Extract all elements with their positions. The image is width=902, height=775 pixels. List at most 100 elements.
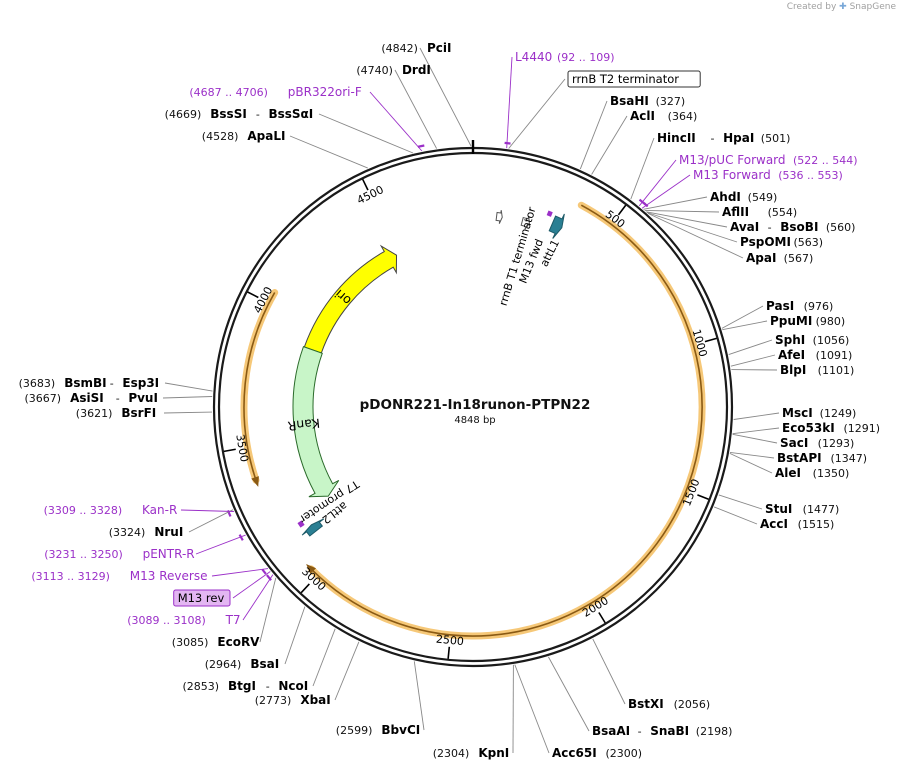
site-position: (2056) bbox=[674, 698, 711, 711]
site-position: (4687 .. 4706) bbox=[189, 86, 268, 99]
site-label-blpi-1101: BlpI(1101) bbox=[780, 363, 854, 377]
leader-43 bbox=[180, 509, 234, 512]
site-position: (563) bbox=[794, 236, 824, 249]
site-position: - bbox=[768, 221, 772, 234]
leader-37 bbox=[259, 577, 277, 643]
primer-pbr322ori-f bbox=[417, 144, 425, 148]
leader-9 bbox=[630, 137, 655, 200]
kanr-label: KanR bbox=[287, 416, 321, 434]
enzyme-name: SnaBI bbox=[650, 724, 689, 738]
site-label-saci-1293: SacI(1293) bbox=[780, 436, 854, 450]
site-position: (554) bbox=[768, 206, 798, 219]
enzyme-name: XbaI bbox=[300, 693, 330, 707]
leader-35 bbox=[312, 628, 336, 687]
enzyme-name: BsaHI bbox=[610, 94, 649, 108]
enzyme-name: NruI bbox=[154, 525, 183, 539]
leader-4 bbox=[289, 135, 368, 169]
site-position: (1056) bbox=[813, 334, 850, 347]
enzyme-name: BstXI bbox=[628, 697, 664, 711]
site-label-3683-bsmbi-esp3i: (3683)BsmBI-Esp3I bbox=[19, 376, 160, 390]
site-label-2773-xbai: (2773)XbaI bbox=[255, 693, 331, 707]
site-position: (1091) bbox=[816, 349, 853, 362]
leader-30 bbox=[548, 656, 590, 732]
enzyme-name: BbvCI bbox=[381, 723, 420, 737]
leader-0 bbox=[419, 47, 472, 147]
primer-name: pENTR-R bbox=[143, 547, 195, 561]
site-label-m13-rev: M13 rev bbox=[173, 589, 231, 607]
site-label-rrnb-t2-terminator: rrnB T2 terminator bbox=[567, 70, 701, 88]
site-position: (4740) bbox=[356, 64, 393, 77]
leader-40 bbox=[211, 568, 269, 577]
leader-22 bbox=[733, 412, 780, 420]
rrnb-t1-terminator-arrow bbox=[520, 216, 530, 230]
leader-42 bbox=[188, 509, 234, 533]
site-label-aflii-554: AflII(554) bbox=[722, 205, 797, 219]
enzyme-name: AclI bbox=[630, 109, 655, 123]
leader-14 bbox=[646, 211, 728, 228]
label-text: M13 rev bbox=[178, 591, 225, 605]
snapgene-logo-icon: ✚ bbox=[839, 2, 847, 12]
site-label-eco53ki-1291: Eco53kI(1291) bbox=[782, 421, 880, 435]
enzyme-name: NcoI bbox=[278, 679, 308, 693]
site-label-acci-1515: AccI(1515) bbox=[760, 517, 834, 531]
watermark-created-by: Created by bbox=[786, 2, 837, 12]
ori-arrow bbox=[303, 244, 398, 354]
leader-25 bbox=[729, 451, 775, 459]
site-label-3231-3250-pentr-r: (3231 .. 3250) pENTR-R bbox=[44, 547, 194, 561]
site-position: (4669) bbox=[165, 108, 202, 121]
site-position: (364) bbox=[668, 110, 698, 123]
leader-44 bbox=[163, 411, 213, 414]
enzyme-name: ApaLI bbox=[247, 129, 285, 143]
leader-24 bbox=[732, 433, 778, 444]
insert-region bbox=[240, 201, 706, 640]
leader-13 bbox=[644, 209, 720, 213]
site-position: (3231 .. 3250) bbox=[44, 548, 123, 561]
site-position: (2300) bbox=[606, 747, 643, 760]
site-label-ahdi-549: AhdI(549) bbox=[710, 190, 777, 204]
leader-19 bbox=[728, 339, 773, 356]
enzyme-name: PciI bbox=[427, 41, 452, 55]
enzyme-name: BsoBI bbox=[780, 220, 818, 234]
enzyme-name: Acc65I bbox=[552, 746, 597, 760]
site-label-pspomi-563: PspOMI(563) bbox=[740, 235, 823, 249]
attl2-arrow bbox=[301, 518, 325, 537]
site-label-avai-bsobi-560: AvaI-BsoBI (560) bbox=[730, 220, 855, 234]
leader-11 bbox=[641, 174, 691, 209]
site-position: - bbox=[116, 392, 120, 405]
site-label-4842-pcii: (4842) PciI bbox=[381, 41, 451, 55]
kanr-arrow bbox=[292, 345, 340, 498]
site-position: (3683) bbox=[19, 377, 56, 390]
primer-name: pBR322ori-F bbox=[288, 85, 362, 99]
site-position: (1291) bbox=[843, 422, 880, 435]
leader-26 bbox=[729, 452, 773, 474]
watermark-app: SnapGene bbox=[849, 2, 896, 12]
enzyme-name: HincII bbox=[657, 131, 696, 145]
tick-4000 bbox=[247, 291, 259, 299]
site-position: (3667) bbox=[25, 392, 62, 405]
site-position: (560) bbox=[826, 221, 856, 234]
t7-promoter-mark bbox=[297, 520, 305, 528]
site-label-bsaai-snabi-2198: BsaAI-SnaBI(2198) bbox=[592, 724, 732, 738]
site-position: (4842) bbox=[381, 42, 418, 55]
site-label-ppumi-980: PpuMI(980) bbox=[770, 314, 845, 328]
site-label-alei-1350: AleI(1350) bbox=[775, 466, 849, 480]
enzyme-name: AvaI bbox=[730, 220, 759, 234]
plasmid-name: pDONR221-In18runon-PTPN22 bbox=[360, 397, 591, 413]
site-label-2853-btgi-ncoi: (2853)BtgI-NcoI bbox=[182, 679, 308, 693]
primer-t7 bbox=[266, 574, 272, 581]
tick-2000 bbox=[598, 612, 606, 624]
site-position: (4528) bbox=[202, 130, 239, 143]
enzyme-name: BssSαI bbox=[268, 107, 313, 121]
enzyme-name: PspOMI bbox=[740, 235, 791, 249]
label-text: rrnB T2 terminator bbox=[572, 72, 679, 86]
enzyme-name: PvuI bbox=[128, 391, 158, 405]
tick-4500 bbox=[362, 178, 369, 191]
site-label-3324-nrui: (3324)NruI bbox=[109, 525, 184, 539]
leader-18 bbox=[722, 320, 768, 331]
site-position: (1249) bbox=[820, 407, 857, 420]
site-position: (567) bbox=[784, 252, 814, 265]
site-label-3085-ecorv: (3085)EcoRV bbox=[172, 635, 260, 649]
